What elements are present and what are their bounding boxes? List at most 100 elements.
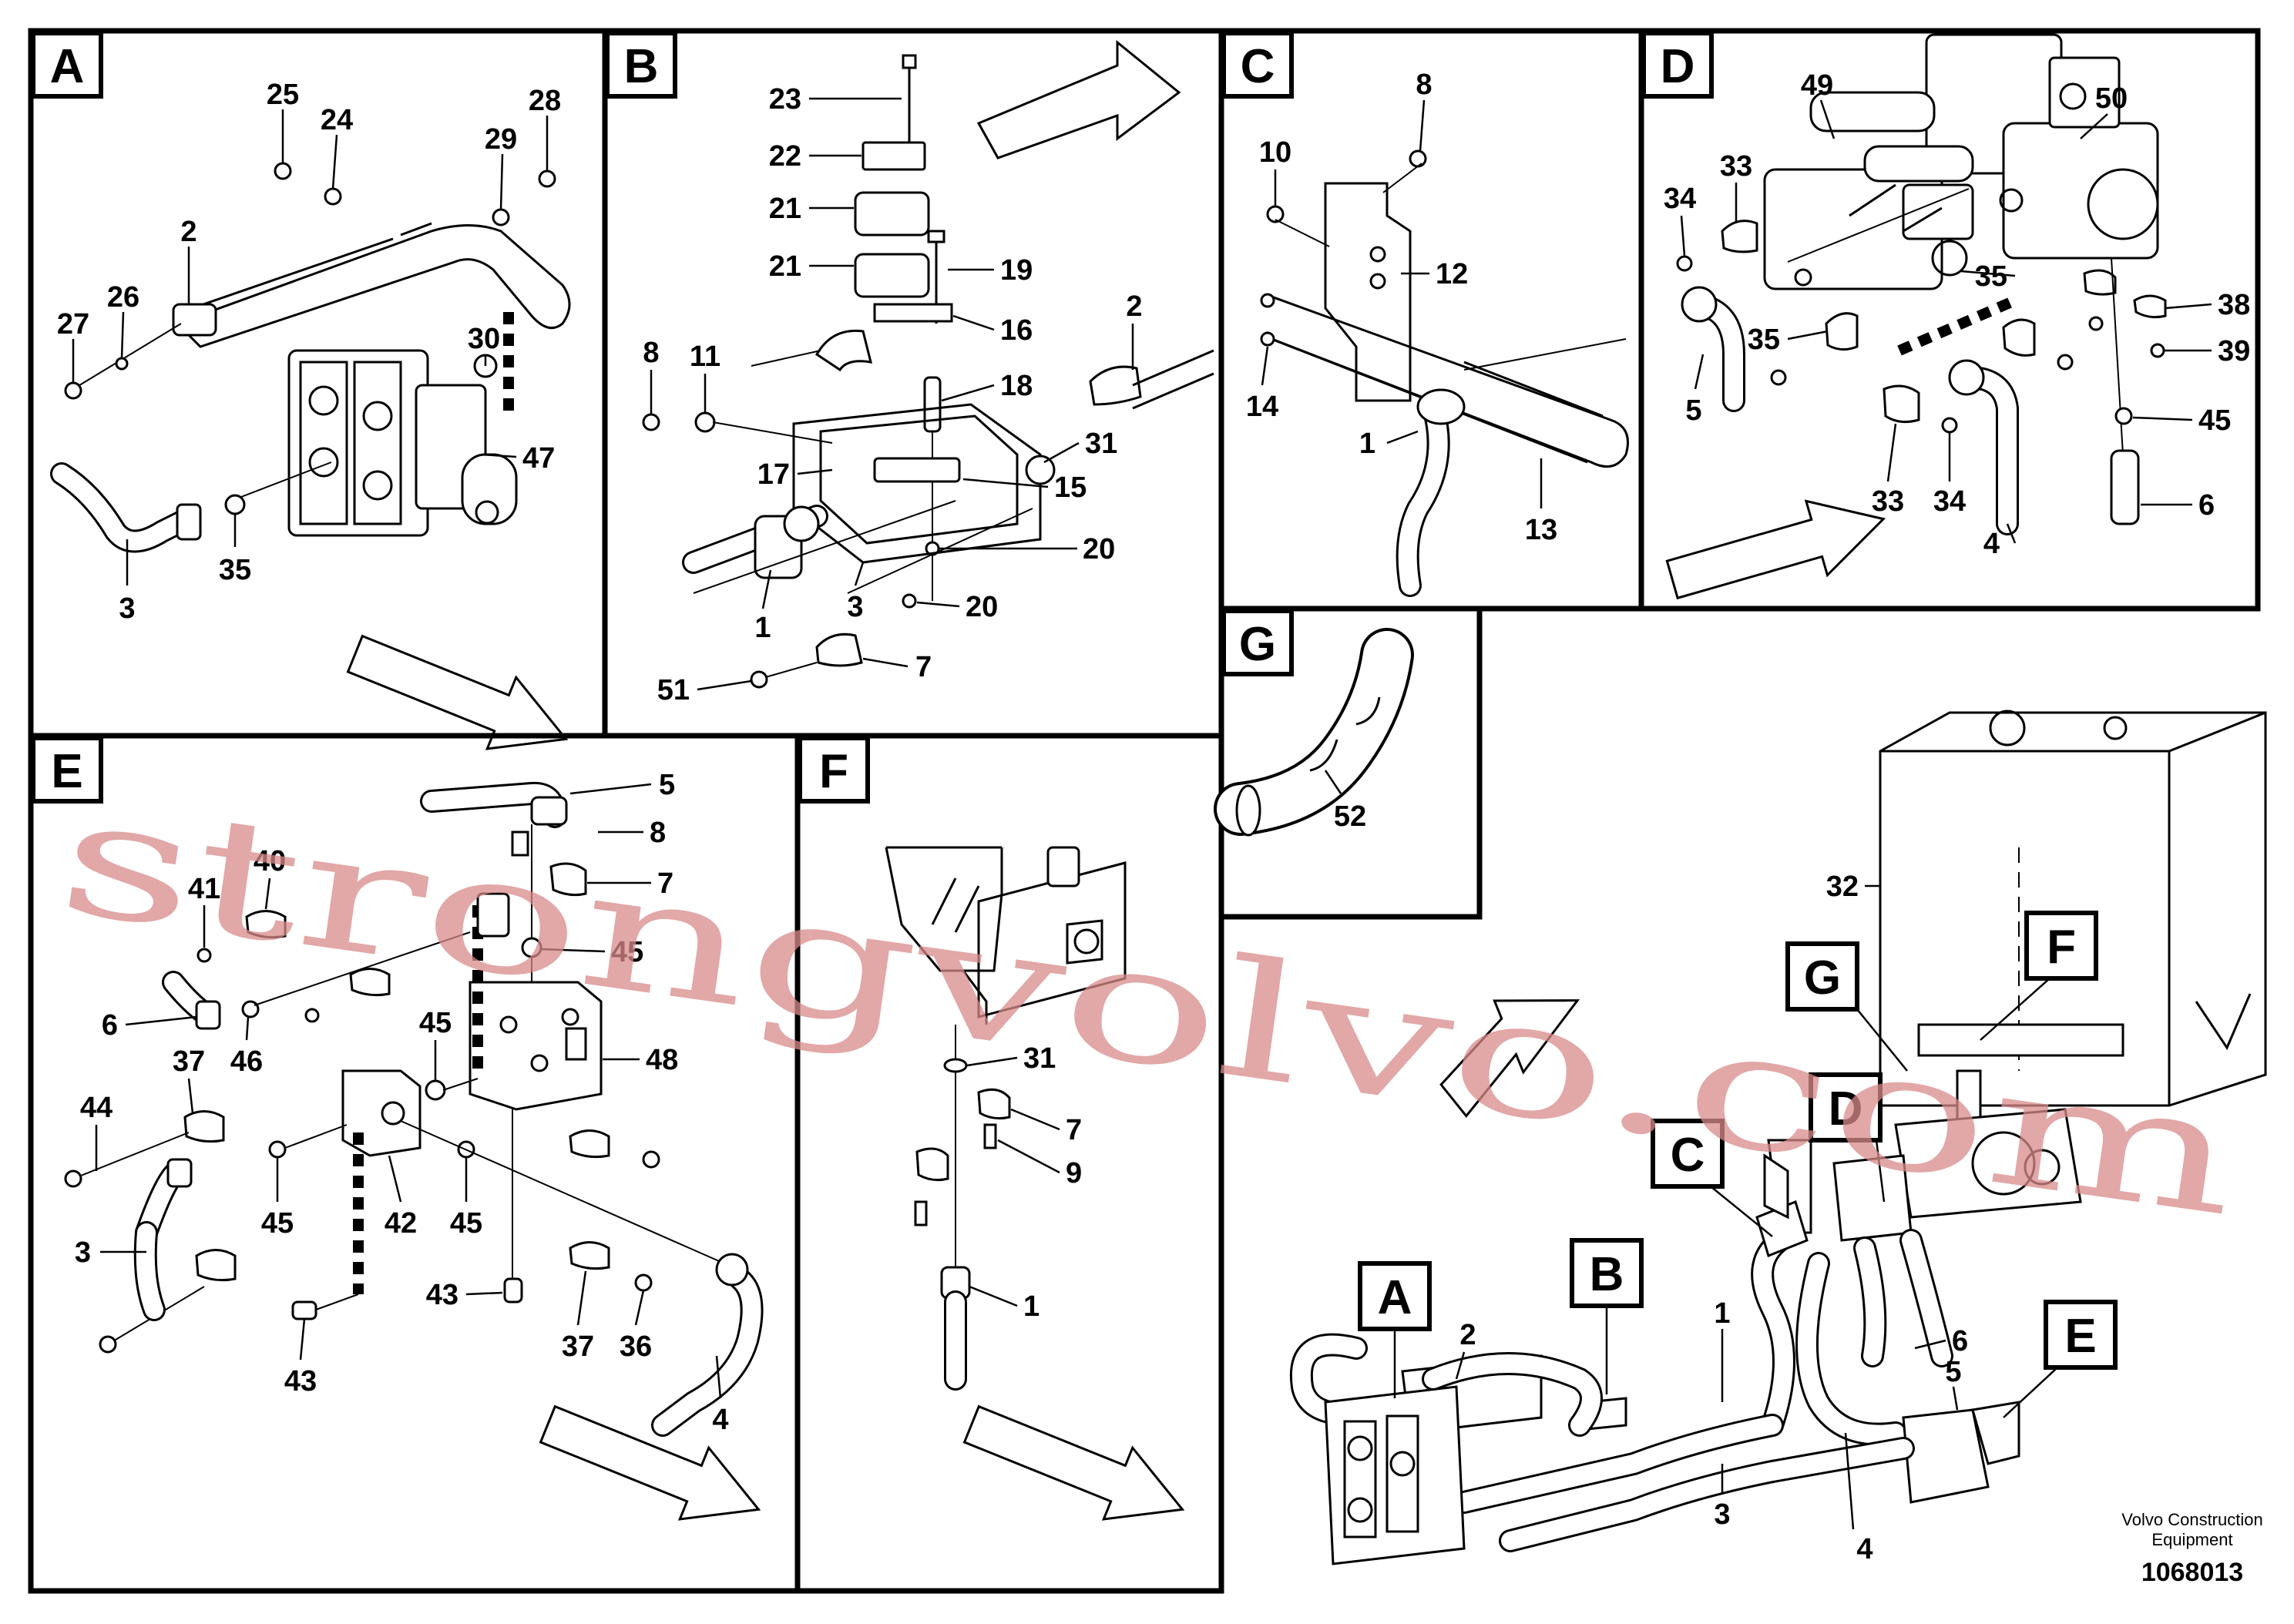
- panel-f-letter: F: [819, 745, 848, 798]
- callout-b-18: 18: [1000, 370, 1033, 402]
- callout-b-19: 19: [1000, 254, 1033, 287]
- callout-e-4: 4: [712, 1404, 728, 1436]
- callout-b-23: 23: [769, 83, 801, 116]
- panel-b-letter-box: B: [605, 31, 677, 99]
- locator-f-letter: F: [2047, 921, 2076, 974]
- panel-b-letter: B: [624, 40, 659, 93]
- callout-overview-2: 2: [1459, 1319, 1476, 1351]
- callout-a-25: 25: [267, 79, 299, 111]
- callout-b-20: 20: [1083, 533, 1115, 565]
- callout-d-38: 38: [2218, 289, 2250, 321]
- callout-f-7: 7: [1066, 1114, 1082, 1146]
- callout-e-46: 46: [230, 1045, 263, 1078]
- callout-a-27: 27: [57, 308, 89, 341]
- panel-e-letter: E: [51, 745, 82, 798]
- callout-e-37: 37: [173, 1045, 205, 1078]
- callout-d-4: 4: [1983, 528, 2000, 560]
- callout-a-28: 28: [529, 85, 561, 117]
- callout-e-36: 36: [620, 1330, 652, 1363]
- callout-b-15: 15: [1054, 471, 1087, 504]
- callout-e-7: 7: [657, 867, 673, 900]
- panel-a-letter-box: A: [31, 31, 103, 99]
- callout-d-34: 34: [1664, 183, 1696, 215]
- panel-g-letter-box: G: [1221, 609, 1294, 676]
- callout-b-1: 1: [754, 612, 771, 644]
- callout-b-51: 51: [657, 674, 690, 706]
- callout-d-6: 6: [2198, 489, 2215, 522]
- panel-e-artwork: [64, 781, 764, 1521]
- callout-e-41: 41: [188, 873, 220, 905]
- callout-e-43: 43: [426, 1279, 458, 1311]
- locator-c-letter: C: [1671, 1129, 1705, 1182]
- callout-c-1: 1: [1359, 428, 1375, 460]
- callout-d-33-second: 33: [1872, 485, 1904, 518]
- locator-e: E: [2003, 1300, 2118, 1418]
- callout-d-45: 45: [2198, 404, 2231, 437]
- locator-d: D: [1809, 1072, 1886, 1203]
- panel-f-frame: [794, 733, 1224, 1594]
- callout-overview-4: 4: [1856, 1533, 1872, 1565]
- locator-g-letter: G: [1804, 951, 1841, 1005]
- callout-a-26: 26: [107, 281, 139, 314]
- callout-d-50: 50: [2095, 82, 2128, 115]
- panel-a-letter: A: [50, 40, 85, 93]
- callout-a-3: 3: [119, 592, 135, 625]
- callout-d-49: 49: [1801, 69, 1833, 102]
- callout-d-5: 5: [1685, 394, 1701, 427]
- callout-overview-3: 3: [1714, 1498, 1730, 1531]
- callout-overview-6: 6: [1952, 1325, 1968, 1357]
- locator-b-letter: B: [1590, 1248, 1624, 1301]
- panel-c-letter: C: [1241, 40, 1275, 93]
- callout-d-34-second: 34: [1933, 485, 1966, 518]
- callout-c-8: 8: [1416, 69, 1432, 101]
- panel-c-letter-box: C: [1221, 31, 1294, 99]
- panel-c-frame: [1218, 28, 1644, 612]
- callout-e-44: 44: [80, 1092, 113, 1124]
- callout-d-35: 35: [1975, 260, 2007, 293]
- callout-c-12: 12: [1436, 258, 1468, 290]
- callout-e-48: 48: [646, 1044, 678, 1076]
- callout-b-20-second: 20: [966, 591, 998, 623]
- callout-b-2: 2: [1126, 290, 1142, 323]
- callout-a-2: 2: [180, 216, 196, 248]
- panel-e-letter-box: E: [31, 736, 103, 804]
- callout-c-13: 13: [1525, 514, 1557, 546]
- locator-c: C: [1651, 1119, 1773, 1237]
- callout-overview-5: 5: [1945, 1356, 1961, 1388]
- callout-d-33: 33: [1720, 150, 1752, 183]
- callout-e-5: 5: [659, 769, 675, 801]
- panel-d-artwork: [1665, 33, 2167, 600]
- callout-c-10: 10: [1259, 136, 1291, 169]
- callout-e-8: 8: [650, 817, 666, 849]
- panel-f-letter-box: F: [798, 736, 870, 804]
- callout-b-22: 22: [769, 140, 801, 173]
- panel-d-frame: [1638, 28, 2261, 612]
- callout-b-8: 8: [643, 337, 659, 369]
- callout-e-45: 45: [611, 936, 643, 968]
- callout-b-21-second: 21: [769, 250, 801, 283]
- panel-c-artwork: [1260, 149, 1629, 597]
- locator-a-letter: A: [1378, 1271, 1412, 1324]
- panel-g-artwork: [1214, 628, 1414, 837]
- locator-d-letter: D: [1829, 1082, 1863, 1136]
- callout-e-37-second: 37: [562, 1330, 594, 1363]
- panel-b-artwork: [642, 39, 1214, 689]
- panel-d-letter: D: [1661, 40, 1695, 93]
- callout-e-45-fourth: 45: [450, 1207, 482, 1240]
- brand-line-1: Volvo Construction: [2121, 1510, 2262, 1529]
- callout-e-3: 3: [75, 1236, 91, 1269]
- callout-b-17: 17: [757, 458, 790, 491]
- callout-b-3: 3: [847, 591, 863, 623]
- locator-e-letter: E: [2064, 1310, 2096, 1363]
- callout-a-24: 24: [321, 104, 353, 136]
- callout-a-35: 35: [219, 554, 251, 586]
- locator-a: A: [1358, 1261, 1432, 1398]
- locator-f: F: [1980, 911, 2098, 1041]
- callout-e-42: 42: [385, 1207, 417, 1240]
- panel-a-artwork: [50, 162, 571, 750]
- callout-a-30: 30: [468, 323, 500, 355]
- callout-overview-32: 32: [1826, 871, 1859, 903]
- brand-line-2: Equipment: [2151, 1530, 2232, 1549]
